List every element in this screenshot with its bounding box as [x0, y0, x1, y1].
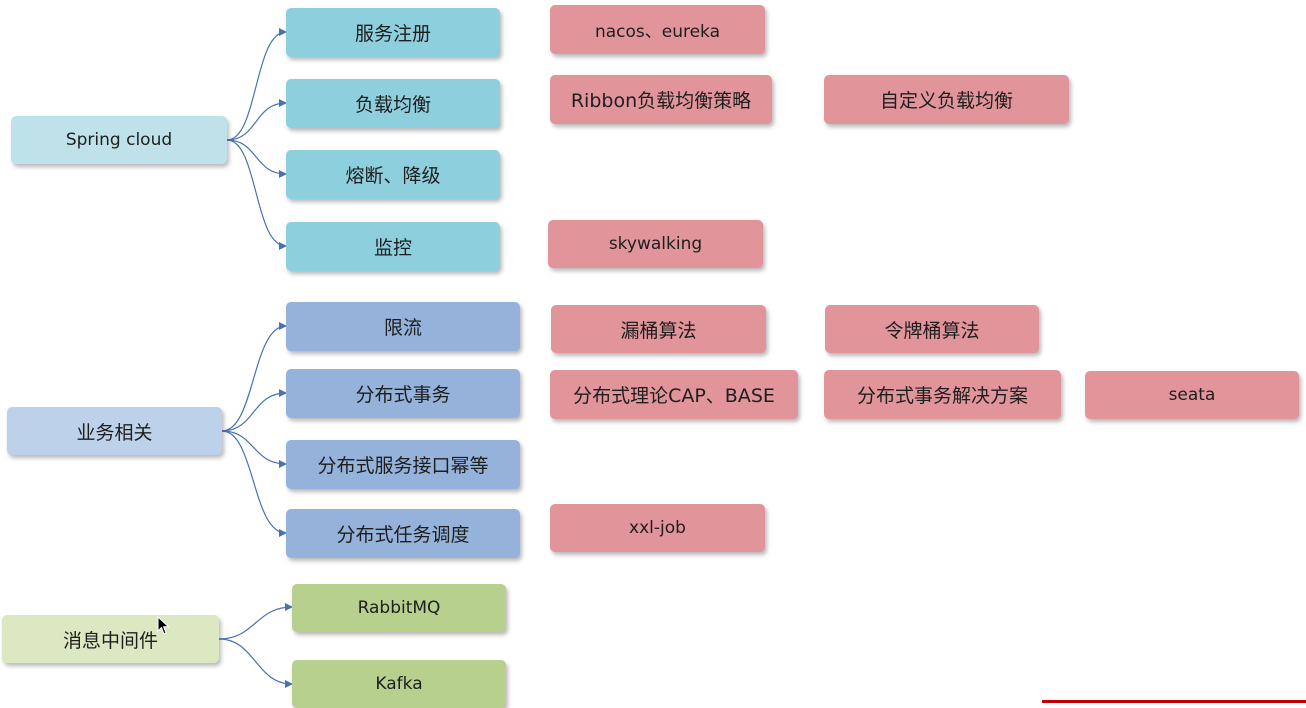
connector-spring-cloud-to-service-registration: [226, 28, 287, 141]
node-service-registration: 服务注册: [286, 8, 500, 57]
node-load-balancing: 负载均衡: [286, 79, 500, 128]
mouse-cursor-icon: [157, 616, 170, 635]
connector-spring-cloud-to-circuit-breaker: [226, 139, 287, 178]
root-business-related: 业务相关: [7, 407, 222, 455]
connector-spring-cloud-to-monitoring: [226, 139, 287, 250]
connector-business-to-idempotency: [221, 430, 287, 468]
node-kafka: Kafka: [292, 660, 506, 708]
detail-custom-load-balancing: 自定义负载均衡: [824, 75, 1069, 124]
connector-spring-cloud-to-load-balancing: [226, 99, 287, 141]
node-circuit-breaker-degrade: 熔断、降级: [286, 150, 500, 199]
detail-transaction-solutions: 分布式事务解决方案: [824, 370, 1061, 419]
node-distributed-transaction: 分布式事务: [286, 369, 520, 418]
detail-nacos-eureka: nacos、eureka: [550, 5, 765, 54]
detail-cap-base-theory: 分布式理论CAP、BASE: [550, 370, 798, 419]
connector-mq-to-kafka: [218, 638, 293, 688]
node-distributed-task-scheduling: 分布式任务调度: [286, 509, 520, 558]
detail-seata: seata: [1085, 371, 1299, 419]
node-distributed-idempotency: 分布式服务接口幂等: [286, 440, 520, 489]
root-message-middleware: 消息中间件: [2, 615, 219, 663]
root-spring-cloud: Spring cloud: [11, 116, 227, 164]
bottom-edge-bar: [1042, 700, 1306, 703]
detail-leaky-bucket: 漏桶算法: [551, 305, 766, 353]
connector-business-to-task-scheduling: [221, 430, 287, 537]
detail-xxl-job: xxl-job: [550, 504, 765, 552]
detail-skywalking: skywalking: [548, 220, 763, 268]
connector-business-to-rate-limiting: [221, 322, 287, 432]
detail-ribbon-strategy: Ribbon负载均衡策略: [550, 75, 772, 124]
node-monitoring: 监控: [286, 222, 500, 271]
connector-business-to-distributed-transaction: [221, 389, 287, 432]
node-rate-limiting: 限流: [286, 302, 520, 351]
detail-token-bucket: 令牌桶算法: [825, 305, 1039, 353]
connector-mq-to-rabbitmq: [218, 603, 293, 640]
node-rabbitmq: RabbitMQ: [292, 584, 506, 632]
